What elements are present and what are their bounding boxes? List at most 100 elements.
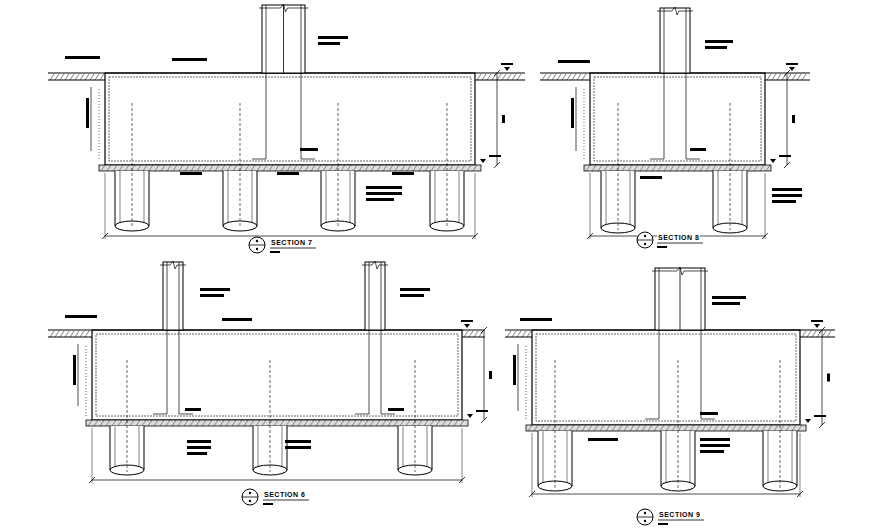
blinding-hatch [413,165,417,171]
soil-hatch [527,331,531,337]
break-symbol [160,261,186,269]
pile [398,426,399,470]
soil-hatch [542,74,546,80]
blinding-hatch [263,165,267,171]
soil-hatch [822,331,826,337]
blinding-hatch [762,425,766,431]
blinding-hatch [142,420,146,426]
note-text-mark [400,294,424,297]
note-text-mark [772,188,802,191]
soil-hatch [65,331,69,337]
dimension-tick [819,422,825,428]
note-text-mark [712,302,740,305]
dimension-tick [102,233,108,239]
section-title: SECTION 9 [658,510,701,519]
blinding-hatch [682,165,686,171]
pile [797,431,798,486]
blinding-hatch [708,425,712,431]
blinding-hatch [660,425,664,431]
column-bar [252,159,266,160]
pile [538,431,539,486]
blinding-hatch [316,420,320,426]
blinding-hatch [570,425,574,431]
blinding-hatch [473,165,477,171]
soil-hatch [827,331,831,337]
soil-hatch [55,74,59,80]
soil-hatch [90,74,94,80]
blinding-hatch [202,420,206,426]
soil-hatch [55,331,59,337]
blinding-hatch [528,425,532,431]
blinding-hatch [672,425,676,431]
level-marker [814,324,820,328]
blinding-hatch [238,420,242,426]
blinding-hatch [370,420,374,426]
soil-hatch [85,74,89,80]
soil-hatch [792,74,796,80]
pile-bar [326,171,327,223]
column-line [680,268,681,330]
pile [110,426,111,470]
note-text-mark [187,446,211,449]
ground-line [462,337,485,338]
blinding-hatch [209,165,213,171]
rebar-cage [96,334,458,416]
note-text-mark [558,60,590,63]
pile-bar [258,426,259,467]
blinding-hatch [214,420,218,426]
dimension-tick [494,162,500,168]
pile [257,171,258,226]
section-symbol [637,232,653,248]
blinding-hatch [281,165,285,171]
blinding-hatch [732,425,736,431]
dimension-text-mark [502,115,505,123]
blinding-hatch [346,420,350,426]
column-bar [659,268,660,419]
column-bar [664,8,665,159]
blinding-hatch [299,165,303,171]
blinding-hatch [208,420,212,426]
blinding-hatch [401,165,405,171]
blinding-hatch [220,420,224,426]
pile-centre-bar [447,103,448,228]
column-bar [167,262,168,414]
blinding-hatch [388,420,392,426]
blinding-hatch [454,420,458,426]
column-bar [701,419,715,420]
blinding-hatch [250,420,254,426]
blinding-hatch [606,425,610,431]
title-underline [263,500,309,501]
blinding-hatch [798,425,802,431]
blinding-hatch [598,165,602,171]
blinding-hatch [622,165,626,171]
break-symbol [657,7,693,15]
blinding-hatch [328,420,332,426]
blinding-hatch [666,425,670,431]
pile-bar [690,431,691,483]
pile-centre-bar [270,360,271,472]
blinding-hatch [167,165,171,171]
blinding-hatch [714,425,718,431]
soil-hatch [582,74,586,80]
column-bar [179,262,180,414]
note-text-mark [200,288,230,291]
pile-cap [105,73,475,165]
soil-hatch [517,331,521,337]
blinding-hatch [546,425,550,431]
pile-bar [427,426,428,467]
pile-centre-bar [780,360,781,488]
column-bar [381,414,395,415]
blinding-hatch [100,420,104,426]
note-text-mark [65,56,100,59]
column-bar [369,262,370,414]
dimension-tick [819,327,825,333]
level-text-mark [786,63,798,65]
blinding-hatch [461,165,465,171]
blinding-hatch [226,420,230,426]
dimension-line [518,344,519,411]
note-text-mark [366,198,394,201]
blinding-hatch [700,165,704,171]
blinding-hatch [425,165,429,171]
soil-hatch [487,74,491,80]
